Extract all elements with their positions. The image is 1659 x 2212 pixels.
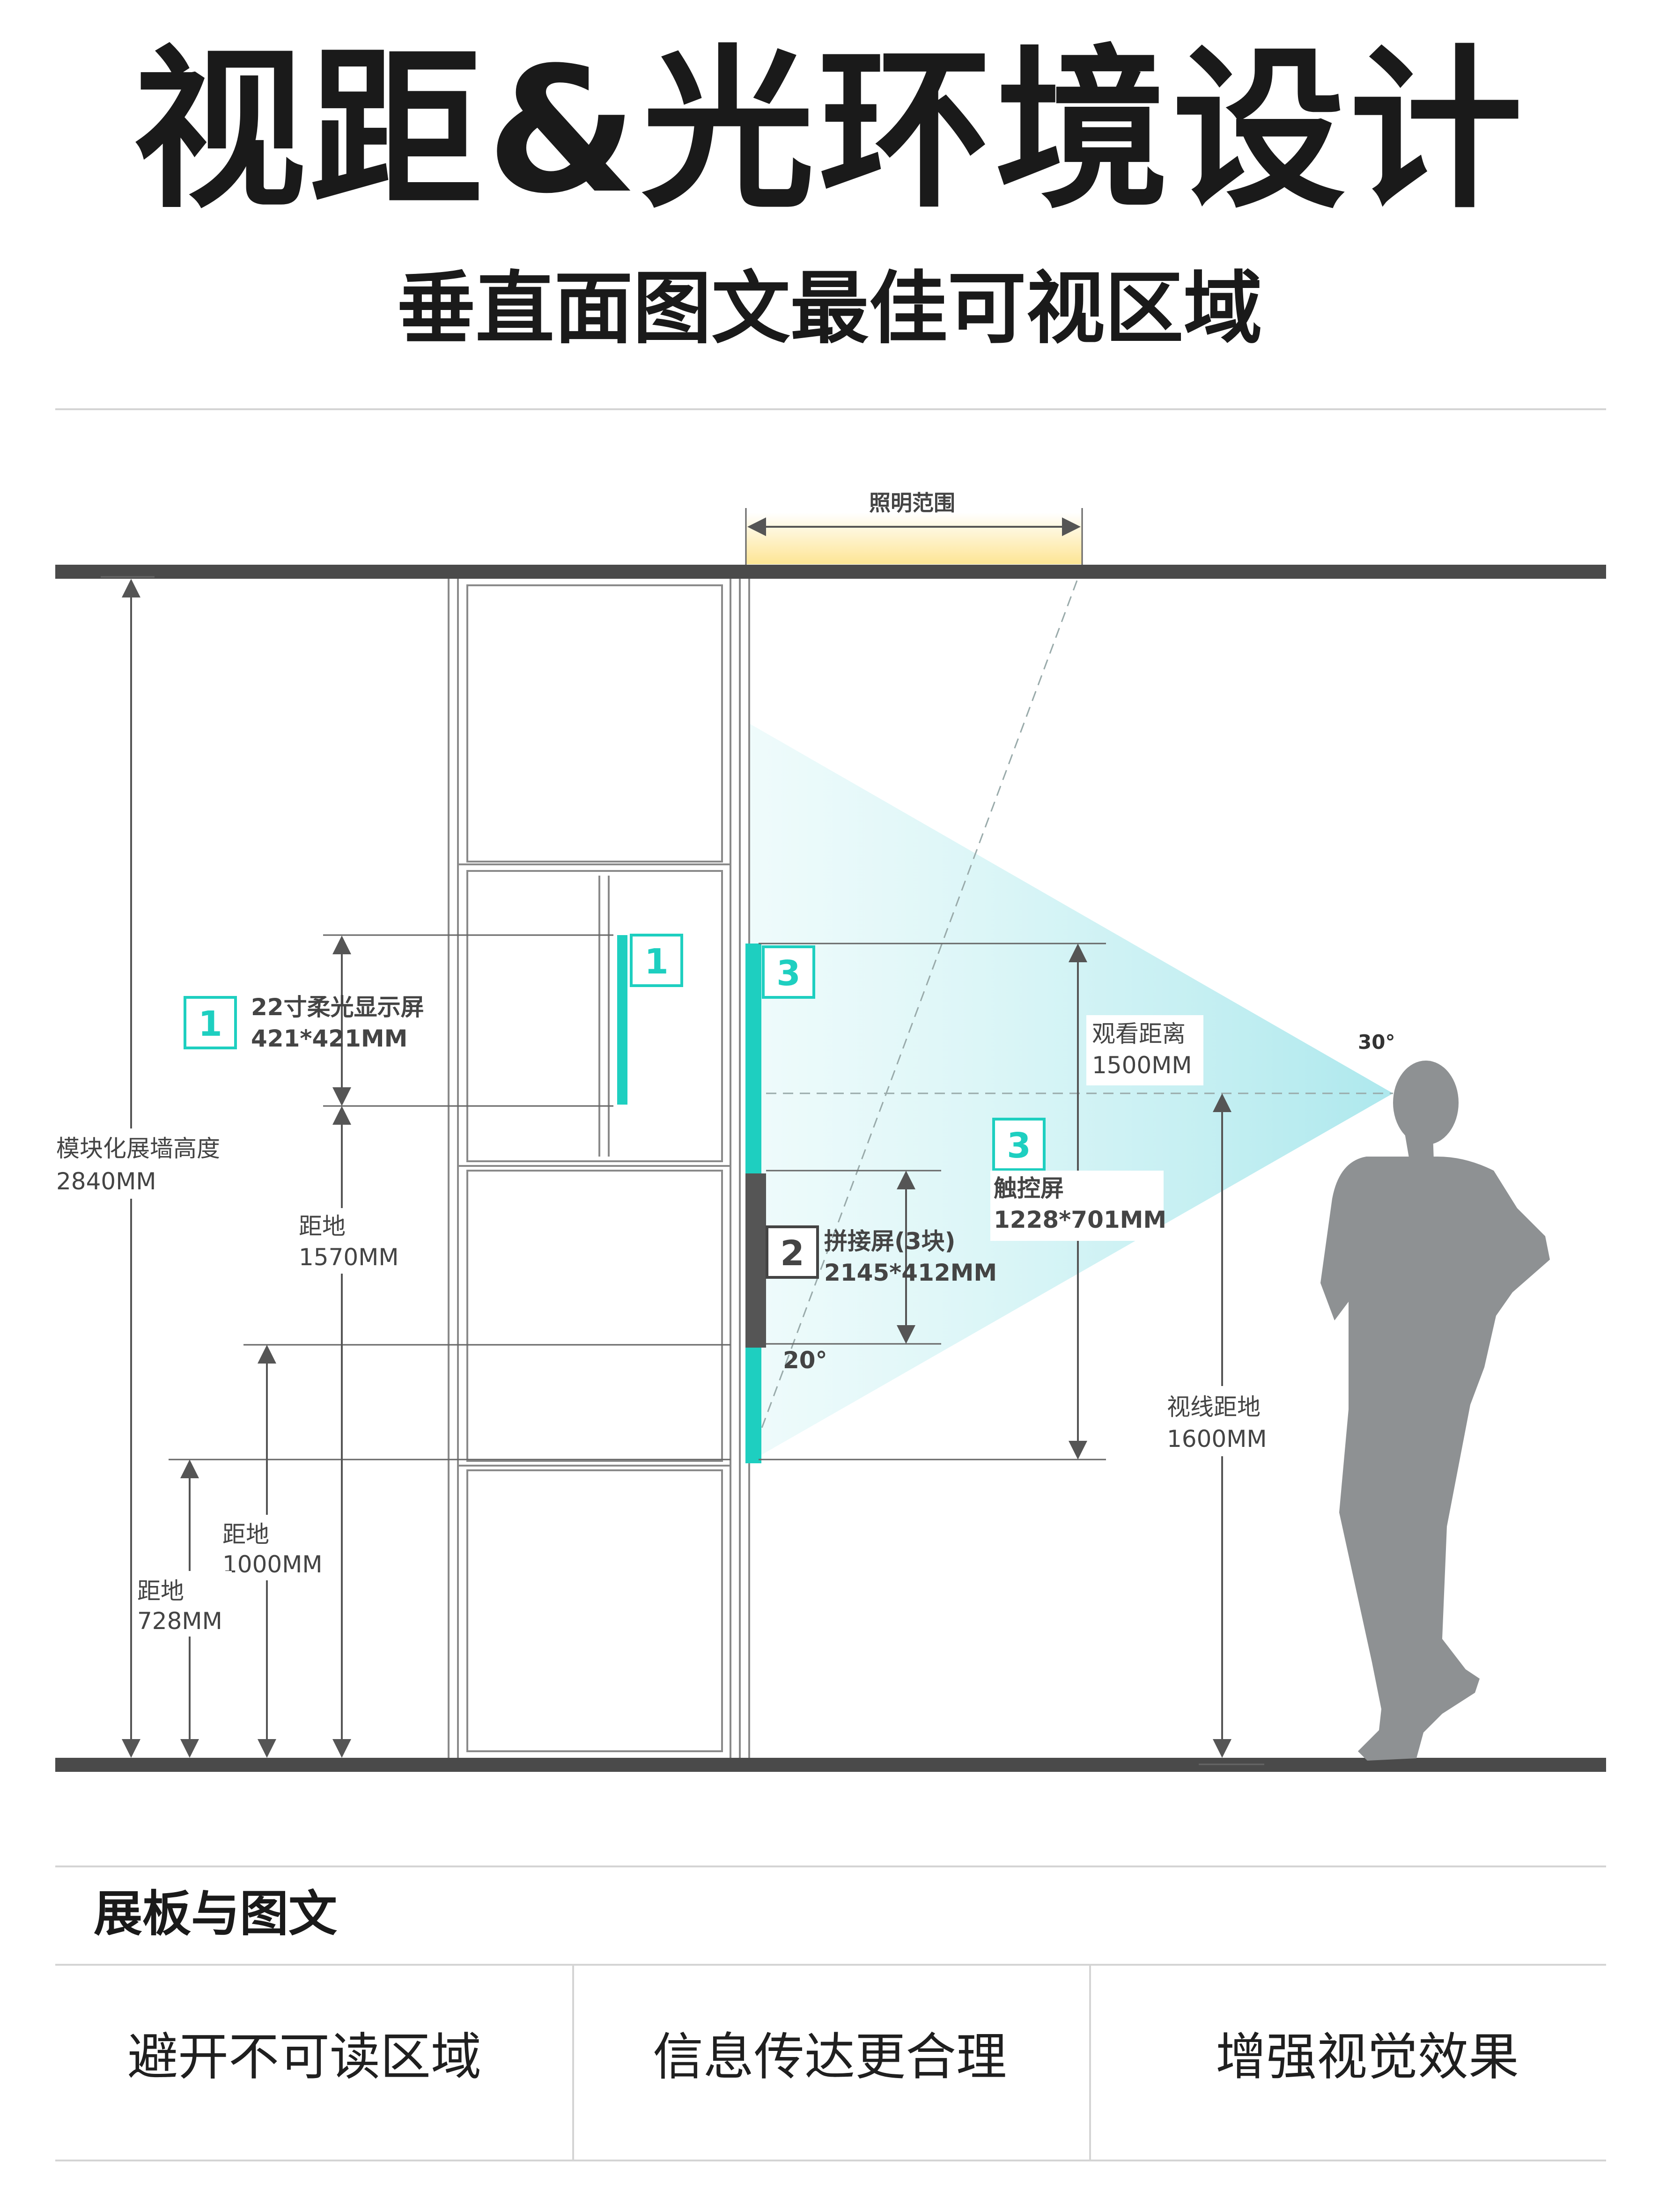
lighting-label: 照明范围 bbox=[869, 490, 955, 516]
section-divider-middle bbox=[55, 1964, 1606, 1966]
screen2-size: 2145*412MM bbox=[824, 1259, 997, 1286]
floor-728-label: 距地 bbox=[137, 1578, 184, 1605]
screen1-number-box bbox=[184, 996, 237, 1049]
wall-module-frame bbox=[448, 579, 750, 1758]
lighting-glow bbox=[746, 513, 1082, 564]
screen-1-display bbox=[617, 935, 627, 1105]
viewing-distance-label: 观看距离 bbox=[1092, 1020, 1186, 1047]
screen3-tag: 3 bbox=[776, 953, 801, 994]
principle-item: 避开不可读区域 bbox=[127, 2028, 481, 2087]
angle-bottom-label: 20° bbox=[783, 1347, 827, 1374]
viewing-distance-value: 1500MM bbox=[1092, 1052, 1192, 1079]
principle-item: 信息传达更合理 bbox=[652, 2028, 1007, 2087]
elevation-diagram: 照明范围 bbox=[55, 490, 1606, 1772]
column-divider bbox=[1089, 1965, 1091, 2161]
eye-height-label: 视线距地 bbox=[1167, 1394, 1261, 1421]
person-silhouette-icon bbox=[1320, 1061, 1550, 1761]
column-divider bbox=[572, 1965, 574, 2161]
header-divider bbox=[55, 408, 1606, 410]
angle-top-label: 30° bbox=[1358, 1031, 1395, 1054]
screen3-size: 1228*701MM bbox=[994, 1206, 1166, 1233]
screen1-size: 421*421MM bbox=[251, 1025, 407, 1052]
principle-item: 增强视觉效果 bbox=[1215, 2028, 1519, 2087]
screen1-floor-label: 距地 bbox=[299, 1213, 346, 1240]
floor-line bbox=[55, 1758, 1606, 1772]
screen1-floor-value: 1570MM bbox=[299, 1244, 399, 1271]
eye-height-value: 1600MM bbox=[1167, 1425, 1267, 1453]
screen2-number-box bbox=[766, 1225, 819, 1279]
light-ray-line bbox=[748, 580, 1078, 1462]
ceiling-line bbox=[55, 565, 1606, 579]
wall-height-value: 2840MM bbox=[56, 1168, 156, 1195]
screen1-name: 22寸柔光显示屏 bbox=[251, 994, 424, 1021]
screen-2-splice bbox=[745, 1173, 766, 1348]
section-divider-bottom bbox=[55, 2160, 1606, 2161]
floor-1000-value: 1000MM bbox=[222, 1551, 323, 1578]
screen3-tag-box bbox=[762, 945, 815, 999]
screen2-name: 拼接屏(3块) bbox=[824, 1228, 956, 1255]
section-heading: 展板与图文 bbox=[94, 1885, 338, 1942]
screen1-number: 1 bbox=[198, 1004, 222, 1044]
section-divider-top bbox=[55, 1865, 1606, 1867]
screen2-number: 2 bbox=[780, 1233, 804, 1274]
screen3-name: 触控屏 bbox=[994, 1175, 1064, 1202]
screen3-number: 3 bbox=[1007, 1126, 1031, 1166]
page-subtitle: 垂直面图文最佳可视区域 bbox=[397, 263, 1262, 354]
page-title: 视距&光环境设计 bbox=[133, 30, 1526, 232]
screen1-tag-box bbox=[630, 934, 683, 987]
screen1-tag: 1 bbox=[644, 942, 669, 982]
wall-height-label: 模块化展墙高度 bbox=[56, 1135, 220, 1162]
floor-728-value: 728MM bbox=[137, 1607, 222, 1635]
floor-1000-label: 距地 bbox=[222, 1521, 269, 1548]
screen3-number-box bbox=[992, 1118, 1046, 1171]
